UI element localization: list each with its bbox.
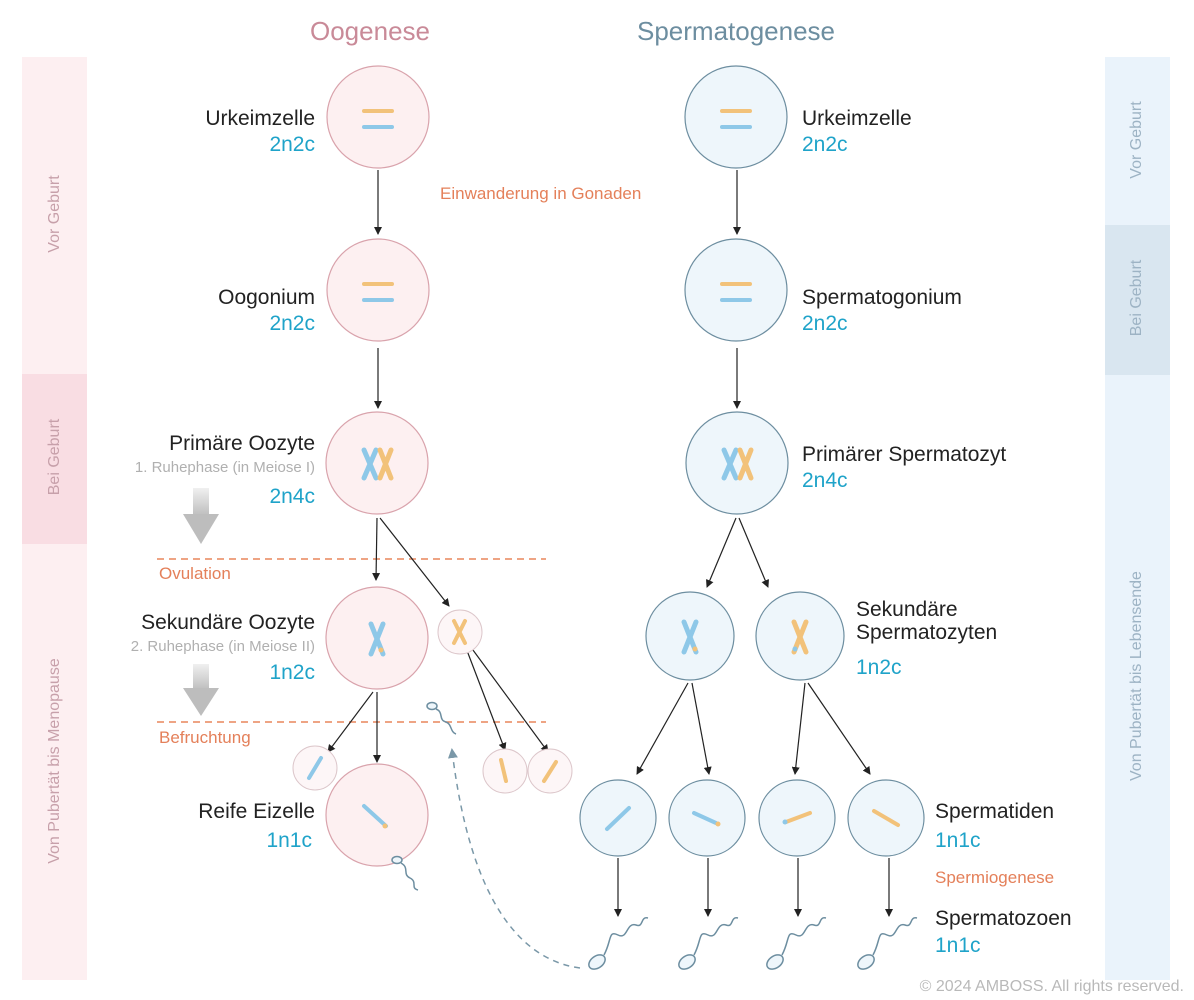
left-band-vor-geburt bbox=[22, 57, 87, 374]
oo-urkeimzelle-cell bbox=[326, 65, 430, 169]
right-band-bei-geburt bbox=[1105, 225, 1170, 375]
sp-arrow-4b bbox=[691, 682, 712, 775]
sp-spermatid-4 bbox=[847, 779, 925, 857]
sp-arrow-3a bbox=[706, 517, 737, 588]
sp-arrow-4d bbox=[807, 682, 871, 775]
oo-arrow-polar4 bbox=[469, 645, 549, 753]
sp-urkeimzelle-ploidy: 2n2c bbox=[802, 133, 848, 156]
spermiogenesis-annotation: Spermiogenese bbox=[935, 868, 1055, 887]
oo-oogonium-cell bbox=[326, 238, 430, 342]
oo-oogonium-ploidy: 2n2c bbox=[269, 312, 315, 335]
right-band-label-vor-geburt: Vor Geburt bbox=[1128, 101, 1145, 179]
right-band-vor-geburt bbox=[1105, 57, 1170, 225]
oo-primary-oocyte-note: 1. Ruhephase (in Meiose I) bbox=[134, 459, 315, 476]
right-band-label-bei-geburt: Bei Geburt bbox=[1128, 259, 1145, 337]
sp-arrow-3b bbox=[738, 517, 769, 588]
oo-polar-body-3 bbox=[482, 748, 528, 794]
sp-urkeimzelle-label: Urkeimzelle bbox=[802, 107, 912, 130]
right-band-label-pubertaet: Von Pubertät bis Lebensende bbox=[1128, 571, 1145, 781]
pause-arrow-2 bbox=[183, 664, 219, 716]
oo-secondary-oocyte-note: 2. Ruhephase (in Meiose II) bbox=[130, 638, 315, 655]
sp-spermatozoon-1 bbox=[588, 917, 649, 970]
sp-arrow-4c bbox=[791, 682, 806, 775]
sp-secondary-spermatocytes-label-2: Spermatozyten bbox=[856, 621, 998, 644]
sp-primary-spermatocyte-label: Primärer Spermatozyt bbox=[802, 443, 1007, 466]
oo-primary-oocyte-ploidy: 2n4c bbox=[269, 485, 315, 508]
oo-arrow-polar2 bbox=[327, 691, 374, 753]
sp-spermatozoa-ploidy: 1n1c bbox=[935, 934, 981, 957]
migration-annotation: Einwanderung in Gonaden bbox=[440, 184, 642, 203]
sperm-free bbox=[426, 701, 457, 735]
sp-spermatogonium-ploidy: 2n2c bbox=[802, 312, 848, 335]
oo-arrow-polar3 bbox=[465, 647, 507, 751]
ovulation-annotation: Ovulation bbox=[159, 564, 231, 583]
sp-primary-spermatocyte-ploidy: 2n4c bbox=[802, 469, 848, 492]
left-band-label-pubertaet: Von Pubertät bis Menopause bbox=[46, 658, 63, 864]
sp-secondary-spermatocytes-label-1: Sekundäre bbox=[856, 598, 958, 621]
fertilization-path bbox=[447, 748, 581, 969]
sp-spermatid-2 bbox=[668, 779, 746, 857]
left-band-pubertaet bbox=[22, 544, 87, 980]
sp-secondary-spermatocytes-ploidy: 1n2c bbox=[856, 656, 902, 679]
left-band-bei-geburt bbox=[22, 374, 87, 544]
sp-spermatid-3 bbox=[758, 779, 836, 857]
oo-secondary-oocyte-cell bbox=[325, 586, 429, 690]
sp-secondary-spermatocyte-2 bbox=[755, 591, 845, 681]
sp-spermatids-label: Spermatiden bbox=[935, 800, 1055, 823]
oo-arrow-polar1 bbox=[379, 517, 450, 607]
oo-mature-egg-cell bbox=[325, 763, 429, 867]
oo-secondary-oocyte-ploidy: 1n2c bbox=[269, 661, 315, 684]
fertilization-annotation: Befruchtung bbox=[159, 728, 251, 747]
sp-spermatid-1 bbox=[579, 779, 657, 857]
oo-polar-body-1 bbox=[437, 609, 483, 655]
sp-primary-spermatocyte-cell bbox=[685, 411, 789, 515]
sp-spermatogonium-cell bbox=[684, 238, 788, 342]
sp-urkeimzelle-cell bbox=[684, 65, 788, 169]
oo-mature-egg-label: Reife Eizelle bbox=[198, 800, 315, 823]
right-band-pubertaet bbox=[1105, 375, 1170, 980]
spermatogenesis-header: Spermatogenese bbox=[637, 16, 836, 46]
sp-spermatozoon-3 bbox=[766, 917, 827, 970]
oo-urkeimzelle-ploidy: 2n2c bbox=[269, 133, 315, 156]
oo-polar-body-2 bbox=[292, 745, 338, 791]
oo-oogonium-label: Oogonium bbox=[218, 286, 315, 309]
left-band-label-bei-geburt: Bei Geburt bbox=[46, 418, 63, 496]
sp-spermatozoon-4 bbox=[857, 917, 918, 970]
sp-spermatids-ploidy: 1n1c bbox=[935, 829, 981, 852]
oo-mature-egg-ploidy: 1n1c bbox=[266, 829, 312, 852]
sp-spermatozoa-label: Spermatozoen bbox=[935, 907, 1072, 930]
sp-spermatogonium-label: Spermatogonium bbox=[802, 286, 962, 309]
sperm-at-egg bbox=[391, 855, 419, 891]
sp-arrow-4a bbox=[636, 682, 689, 775]
oogenesis-header: Oogenese bbox=[310, 16, 430, 46]
oo-primary-oocyte-cell bbox=[325, 411, 429, 515]
copyright: © 2024 AMBOSS. All rights reserved. bbox=[919, 978, 1184, 995]
oo-arrow-3 bbox=[372, 517, 381, 581]
sp-spermatozoon-2 bbox=[678, 917, 739, 970]
oo-urkeimzelle-label: Urkeimzelle bbox=[205, 107, 315, 130]
pause-arrow-1 bbox=[183, 488, 219, 544]
oo-secondary-oocyte-label: Sekundäre Oozyte bbox=[141, 611, 315, 634]
oo-primary-oocyte-label: Primäre Oozyte bbox=[169, 432, 315, 455]
oo-polar-body-4 bbox=[527, 748, 573, 794]
left-band-label-vor-geburt: Vor Geburt bbox=[46, 175, 63, 253]
sp-secondary-spermatocyte-1 bbox=[645, 591, 735, 681]
